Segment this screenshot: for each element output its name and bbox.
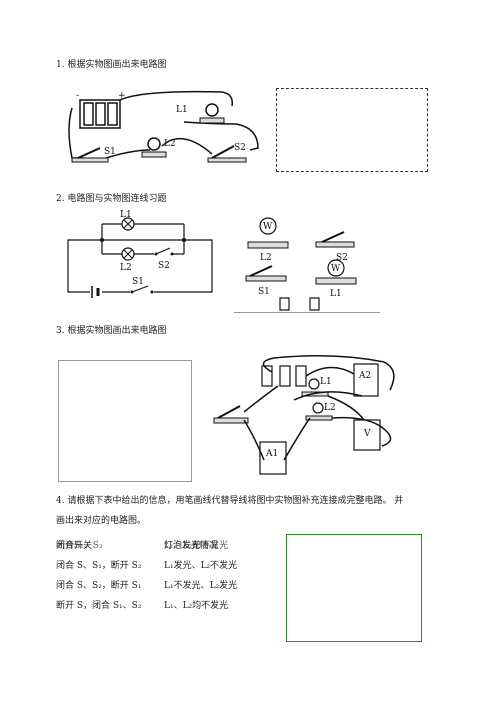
fig1-lamp-L1-label: L1 <box>176 105 188 115</box>
fig2-right-L1-label: L1 <box>330 289 342 299</box>
fig2-right-S1-label: S1 <box>258 287 270 297</box>
question-4-line-1: 4. 请根据下表中给出的信息，用笔画线代替导线将图中实物图补充连接成完整电路。 … <box>56 496 404 506</box>
figure-1-physical-circuit: - + L1 L2 S1 S2 <box>68 90 259 163</box>
fig1-switch-S1-label: S1 <box>104 147 116 157</box>
question-1-title: 1. 根据实物图画出来电路图 <box>56 60 167 70</box>
svg-text:W: W <box>263 222 273 232</box>
fig2-S1-label: S1 <box>132 277 144 287</box>
fig1-lamp-L2-label: L2 <box>164 139 176 149</box>
table-header-result: 灯泡发光情况 <box>164 541 219 551</box>
answer-box-q3[interactable] <box>58 360 192 482</box>
fig2-L2-label: L2 <box>120 263 132 273</box>
battery-plus-label: + <box>118 91 126 101</box>
svg-text:W: W <box>331 264 341 274</box>
fig3-A1-label: A1 <box>265 449 278 459</box>
figure-2-circuit-diagram: L1 L2 S2 S1 <box>67 210 213 298</box>
fig2-right-L2-label: L2 <box>260 253 272 263</box>
fig1-switch-S2-label: S2 <box>234 143 246 153</box>
question-2-title: 2. 电路图与实物图连线习题 <box>56 194 167 204</box>
fig3-V-label: V <box>363 429 371 439</box>
fig2-L1-label: L1 <box>120 210 132 220</box>
battery-minus-label: - <box>76 91 79 101</box>
fig3-A2-label: A2 <box>358 371 371 381</box>
answer-box-dashed[interactable] <box>276 88 428 172</box>
fig2-S2-label: S2 <box>158 261 170 271</box>
figure-2-physical-components: W L2 S2 S1 W L1 <box>245 217 357 311</box>
fig2-right-S2-label: S2 <box>336 253 348 263</box>
fig3-L1-label: L1 <box>320 377 332 387</box>
table-header-action-overlay: 断开S₁、S₂ <box>56 541 103 551</box>
fig2-divider <box>234 312 380 313</box>
fig3-L2-label: L2 <box>324 403 336 413</box>
question-3-title: 3. 根据实物图画出来电路图 <box>56 326 167 336</box>
answer-box-green[interactable] <box>286 534 422 642</box>
question-4-line-2: 画出来对应的电路图。 <box>56 516 147 526</box>
table-header-action: 闭合开关 <box>56 541 93 551</box>
table-header-result-overlay: L₁、L₂都不发光 <box>164 541 229 551</box>
figure-3-physical-circuit: A2 V A1 L1 L2 <box>213 355 395 475</box>
